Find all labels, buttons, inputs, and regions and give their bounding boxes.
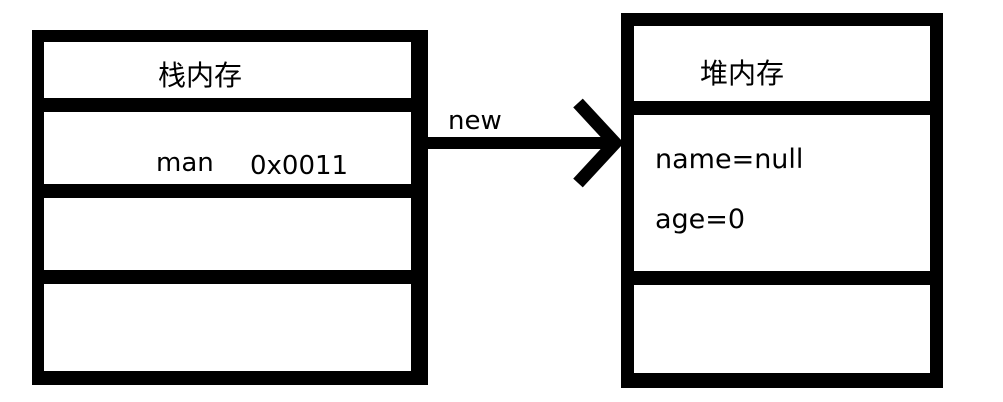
heap-title: 堆内存 <box>700 57 785 90</box>
stack-empty-cell-1 <box>44 198 411 270</box>
arrow-label: new <box>448 106 502 136</box>
stack-title: 栈内存 <box>158 59 243 92</box>
heap-field-name: name=null <box>655 144 804 175</box>
arrow-head <box>573 98 624 188</box>
reference-address: 0x0011 <box>250 151 349 181</box>
stack-empty-cell-2 <box>44 284 411 371</box>
heap-empty-cell <box>634 285 930 373</box>
stack-memory-block <box>32 30 428 385</box>
heap-memory-block <box>621 13 943 388</box>
variable-name: man <box>156 148 214 178</box>
heap-object-cell <box>634 115 930 271</box>
heap-title-cell <box>634 26 930 101</box>
heap-field-age: age=0 <box>655 204 746 235</box>
stack-variable-cell <box>44 112 411 184</box>
stack-title-cell <box>44 42 411 98</box>
